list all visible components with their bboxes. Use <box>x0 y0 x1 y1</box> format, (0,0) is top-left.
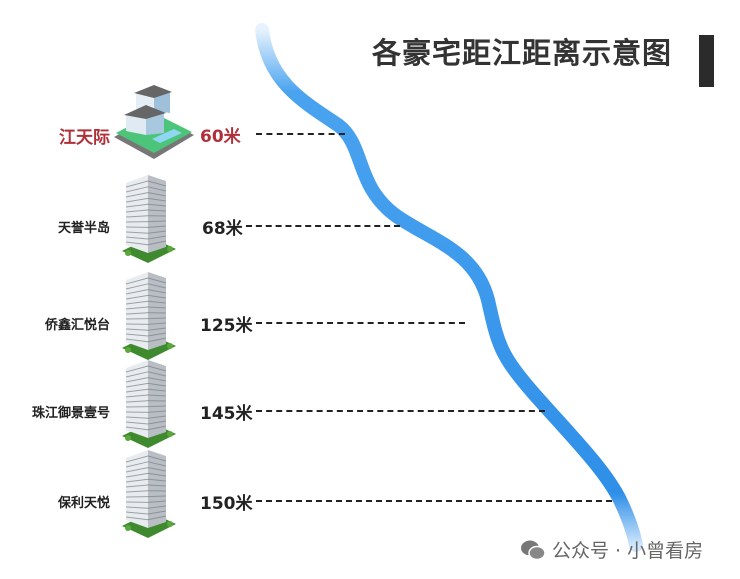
villa-icon <box>112 85 196 164</box>
project-name: 天誉半岛 <box>57 221 110 236</box>
distance-line <box>256 322 465 324</box>
distance-line <box>246 225 400 227</box>
watermark-text: 公众号 · 小曾看房 <box>552 540 704 562</box>
tower-icon <box>118 270 178 364</box>
distance-label: 125米 <box>200 316 253 336</box>
watermark: 公众号 · 小曾看房 <box>520 536 703 563</box>
tower-icon <box>118 358 178 452</box>
tower-icon <box>118 173 178 267</box>
distance-label: 60米 <box>200 127 241 147</box>
wechat-icon <box>521 540 546 560</box>
project-name: 保利天悦 <box>57 496 110 511</box>
project-name: 江天际 <box>59 128 110 148</box>
distance-line <box>256 133 345 135</box>
distance-label: 150米 <box>200 494 253 514</box>
distance-line <box>256 500 612 502</box>
distance-label: 145米 <box>200 404 253 424</box>
distance-line <box>256 410 545 412</box>
project-name: 珠江御景壹号 <box>31 406 110 421</box>
tower-icon <box>118 448 178 542</box>
page-title: 各豪宅距江距离示意图 <box>372 36 673 70</box>
river-path <box>255 23 643 552</box>
distance-label: 68米 <box>202 219 243 239</box>
title-accent-bar <box>699 35 714 87</box>
project-name: 侨鑫汇悦台 <box>44 318 110 333</box>
